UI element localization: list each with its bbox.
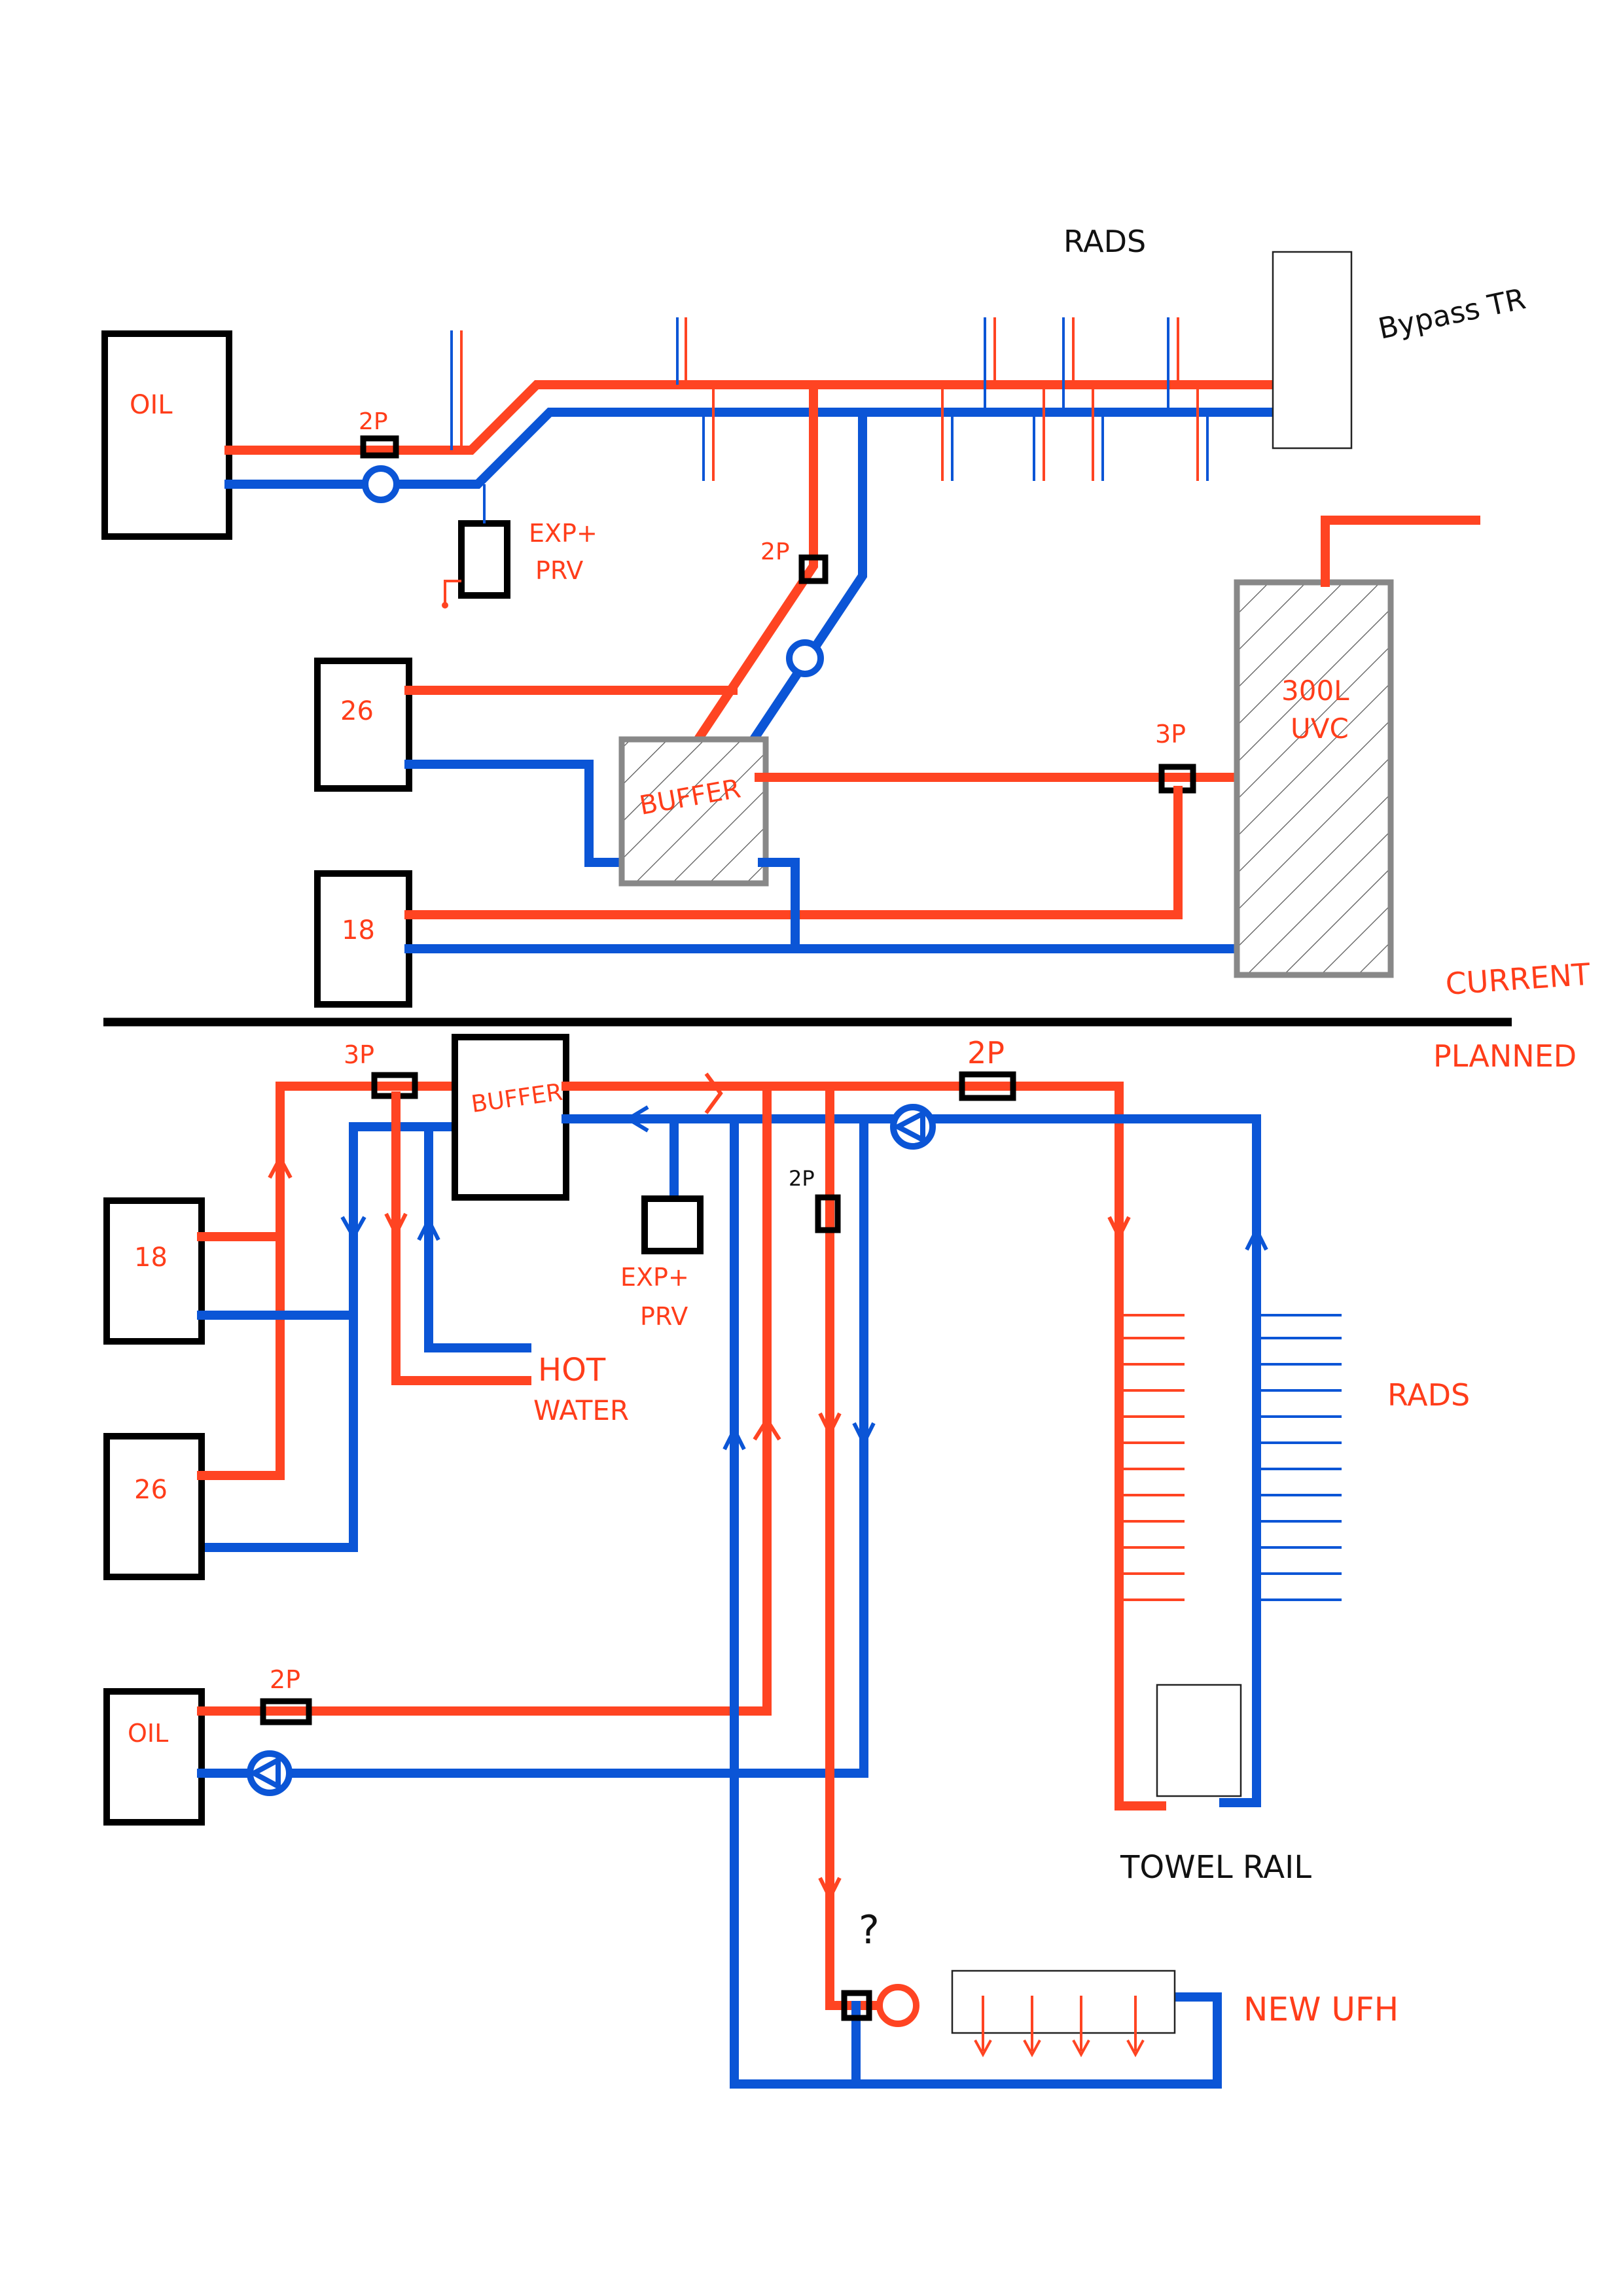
planned-buffer-tank	[452, 1034, 569, 1201]
ufh-return-loop	[730, 1114, 1222, 2089]
planned-buffer-flow	[562, 1082, 1166, 1810]
planned-oil-2p-label: 2P	[270, 1665, 300, 1694]
hot-water-label-1: HOT	[538, 1352, 606, 1388]
oil-2p-label: 2P	[359, 408, 388, 435]
planned-oil-flow	[197, 1082, 772, 1716]
exp-label-2: PRV	[535, 556, 583, 585]
oil-2p-valve	[360, 435, 399, 459]
cylinder-3p-label: 3P	[1155, 720, 1186, 749]
planned-hp26-label: 26	[134, 1475, 168, 1505]
heatpump-18-label: 18	[342, 915, 375, 945]
planned-hp18-label: 18	[134, 1243, 168, 1273]
ufh-manifold	[951, 1969, 1176, 2034]
exp-label-1: EXP+	[529, 519, 597, 548]
planned-3p-label: 3P	[344, 1040, 374, 1069]
rads-2p-label: 2P	[967, 1035, 1005, 1070]
current-section-label: CURRENT	[1444, 957, 1592, 1002]
cylinder-label-2: UVC	[1291, 713, 1349, 745]
drain-point-icon	[442, 602, 448, 609]
hot-water-flow	[391, 1091, 531, 1385]
current-buffer-tank	[618, 736, 769, 887]
planned-oil-pump-arrow-icon	[248, 1756, 281, 1791]
planned-oil-boiler	[103, 1688, 205, 1826]
ufh-2p-valve	[815, 1194, 841, 1233]
hot-water-return	[424, 1122, 531, 1352]
heatpump-26-label: 26	[340, 696, 374, 726]
hp18-flow	[404, 786, 1183, 919]
planned-oil-label: OIL	[128, 1719, 168, 1748]
towel-rail-label: TOWEL RAIL	[1120, 1849, 1311, 1886]
bypass-label: Bypass TR	[1376, 282, 1529, 345]
planned-towel-rail	[1156, 1684, 1242, 1797]
oil-return-pump-icon	[362, 465, 400, 503]
planned-rad-return-taps	[1257, 1314, 1342, 1601]
oil-boiler-label: OIL	[130, 390, 173, 420]
bypass-towel-rail	[1272, 251, 1353, 450]
heatpump-26	[314, 658, 412, 792]
hot-water-label-2: WATER	[533, 1394, 629, 1426]
ufh-pump-icon	[876, 1984, 919, 2027]
ufh-valve	[841, 1990, 872, 2021]
planned-section-label: PLANNED	[1433, 1038, 1577, 1074]
planned-heatpump-26	[103, 1433, 205, 1580]
planned-oil-2p-valve	[260, 1698, 312, 1725]
planned-rads-label: RADS	[1387, 1377, 1470, 1413]
buffer-2p-valve	[798, 554, 829, 584]
exp-drain	[444, 580, 461, 605]
ufh-down-arrows	[974, 1996, 1145, 2058]
rads-2p-valve	[959, 1071, 1016, 1101]
oil-return-pipe	[224, 408, 1281, 489]
hp26-planned-return	[205, 1122, 476, 1552]
cylinder-label-1: 300L	[1281, 675, 1349, 707]
planned-rad-flow-taps	[1119, 1314, 1185, 1601]
oil-boiler	[101, 330, 232, 540]
rads-pump-arrow-icon	[892, 1109, 925, 1144]
current-section: OIL 2P EXP+ PRV	[101, 224, 1592, 1008]
planned-exp-label-2: PRV	[640, 1302, 688, 1331]
hot-water-cylinder	[1234, 579, 1394, 978]
oil-flow-pipe	[224, 380, 1281, 455]
buffer-return-pump-icon	[786, 639, 824, 677]
ufh-label: NEW UFH	[1243, 1990, 1399, 2028]
buffer-2p-label: 2P	[760, 539, 790, 565]
header-to-buffer-return	[743, 415, 867, 752]
planned-heatpump-18	[103, 1197, 205, 1345]
flow-direction-arrows	[268, 1072, 1268, 1902]
planned-section: PLANNED 18 26 3P HOT WATER BUFFER EXP+ P…	[103, 1034, 1577, 2089]
exp-vessel	[458, 520, 510, 599]
planned-exp-label-1: EXP+	[620, 1263, 689, 1292]
rads-label: RADS	[1063, 224, 1146, 259]
planned-oil-return	[197, 1114, 868, 1778]
heatpump-18	[314, 870, 412, 1008]
planned-exp-vessel	[641, 1195, 704, 1254]
current-rad-taps	[676, 317, 1209, 481]
ufh-flow-drop	[825, 1082, 885, 2010]
buffer-return-drop	[758, 858, 800, 953]
ufh-2p-label: 2P	[789, 1166, 815, 1191]
ufh-question: ?	[859, 1907, 880, 1953]
cylinder-outlet	[1321, 516, 1480, 587]
hp26-return	[404, 760, 633, 867]
